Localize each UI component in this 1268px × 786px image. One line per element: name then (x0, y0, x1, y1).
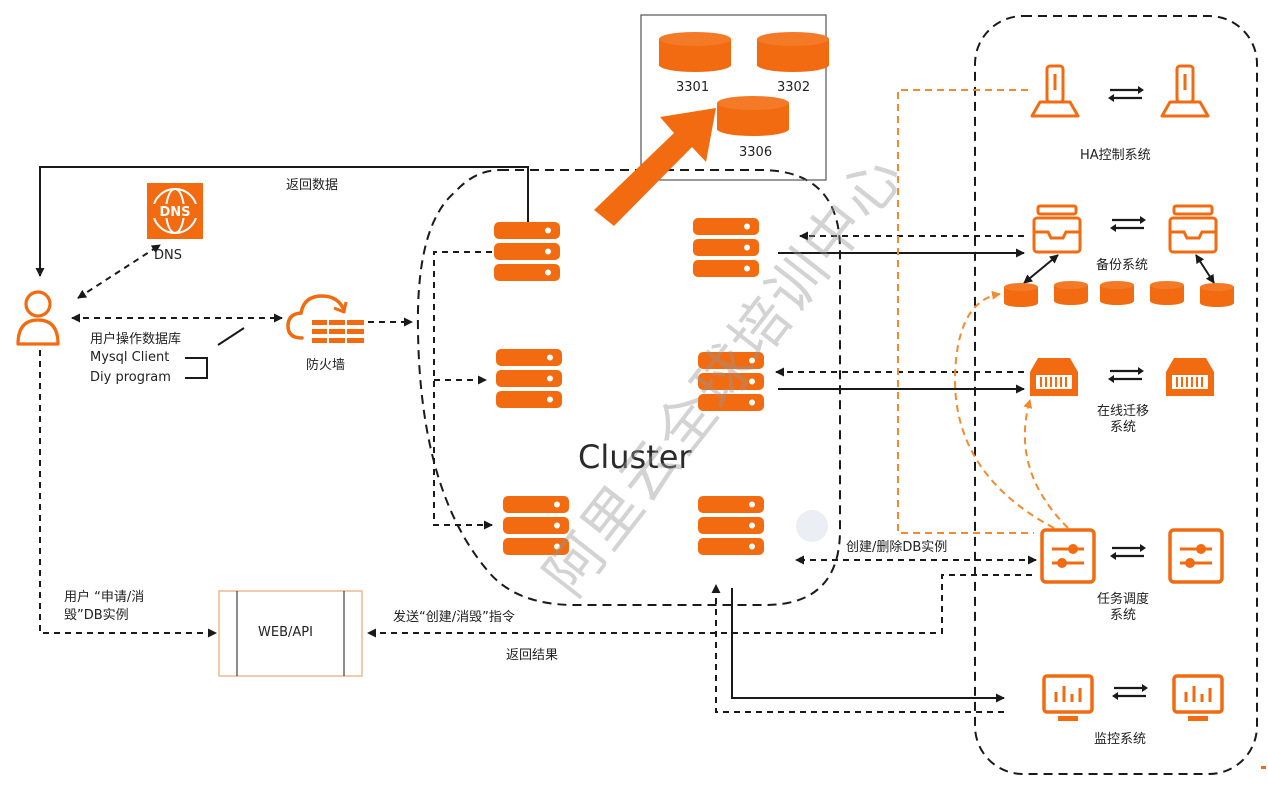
cloud-firewall-icon (286, 294, 364, 343)
migration-sync-arrow (1106, 365, 1146, 385)
return-result-label: 返回结果 (506, 648, 559, 663)
ha-node-icon (1030, 64, 1080, 118)
backup-disk-icon (1054, 281, 1088, 305)
user-ops-label: 用户操作数据库 (90, 332, 182, 347)
cluster-label: Cluster (578, 438, 692, 476)
backup-disk-icon (1004, 283, 1038, 307)
ha-sync-arrow (1106, 84, 1146, 104)
dns-icon: DNS (147, 183, 203, 239)
return-data-line (35, 166, 529, 277)
database-3302-icon (757, 32, 829, 72)
scheduler-sync-arrow (1108, 542, 1148, 562)
server-icon (494, 222, 560, 281)
backup-tray-icon (1032, 204, 1082, 254)
scheduler-label: 任务调度 系统 (1096, 592, 1149, 624)
instance-arrow (594, 108, 716, 226)
dns-label: DNS (154, 248, 182, 263)
server-icon (496, 349, 562, 408)
cluster-boundary (416, 169, 841, 606)
database-3301-icon (659, 32, 731, 72)
monitor-icon (1172, 674, 1224, 723)
user-request-label-2: 毁”DB实例 (64, 608, 129, 623)
ha-system-label: HA控制系统 (1080, 148, 1151, 163)
user-request-label: 用户 “申请/消 (64, 590, 145, 605)
cluster-internal-line (433, 251, 493, 530)
scheduler-icon (1040, 528, 1096, 584)
port-3301-label: 3301 (676, 80, 710, 95)
backup-disk-icon (1150, 281, 1184, 305)
return-data-label: 返回数据 (286, 178, 339, 193)
database-3306-icon (717, 96, 789, 136)
monitor-system-label: 监控系统 (1094, 732, 1147, 747)
backup-sync-arrow (1108, 214, 1148, 234)
monitor-sync-arrow (1110, 682, 1150, 702)
firewall-label: 防火墙 (306, 358, 346, 373)
port-3306-label: 3306 (739, 145, 773, 160)
migration-drive-icon (1165, 357, 1215, 397)
ha-node-icon (1160, 64, 1210, 118)
monitor-icon (1042, 674, 1094, 723)
web-api-box (218, 590, 363, 677)
backup-disk-icon (1200, 283, 1234, 307)
mysql-client-label: Mysql Client (90, 350, 170, 365)
port-3302-label: 3302 (777, 80, 811, 95)
create-delete-label: 创建/删除DB实例 (846, 540, 948, 555)
backup-system-label: 备份系统 (1096, 258, 1149, 273)
user-icon (16, 290, 60, 346)
scheduler-icon (1168, 528, 1224, 584)
backup-tray-icon (1168, 204, 1218, 254)
system-panel (974, 15, 1258, 775)
instance-box (640, 14, 827, 181)
diy-program-label: Diy program (90, 370, 171, 385)
svg-text:DNS: DNS (159, 205, 190, 220)
web-api-label: WEB/API (258, 625, 313, 640)
user-dns-line (77, 244, 161, 299)
migration-label: 在线迁移 系统 (1096, 404, 1149, 436)
backup-disk-icon (1100, 281, 1134, 305)
migration-drive-icon (1029, 357, 1079, 397)
send-command-label: 发送“创建/消毁”指令 (393, 610, 515, 625)
server-icon (698, 496, 764, 555)
